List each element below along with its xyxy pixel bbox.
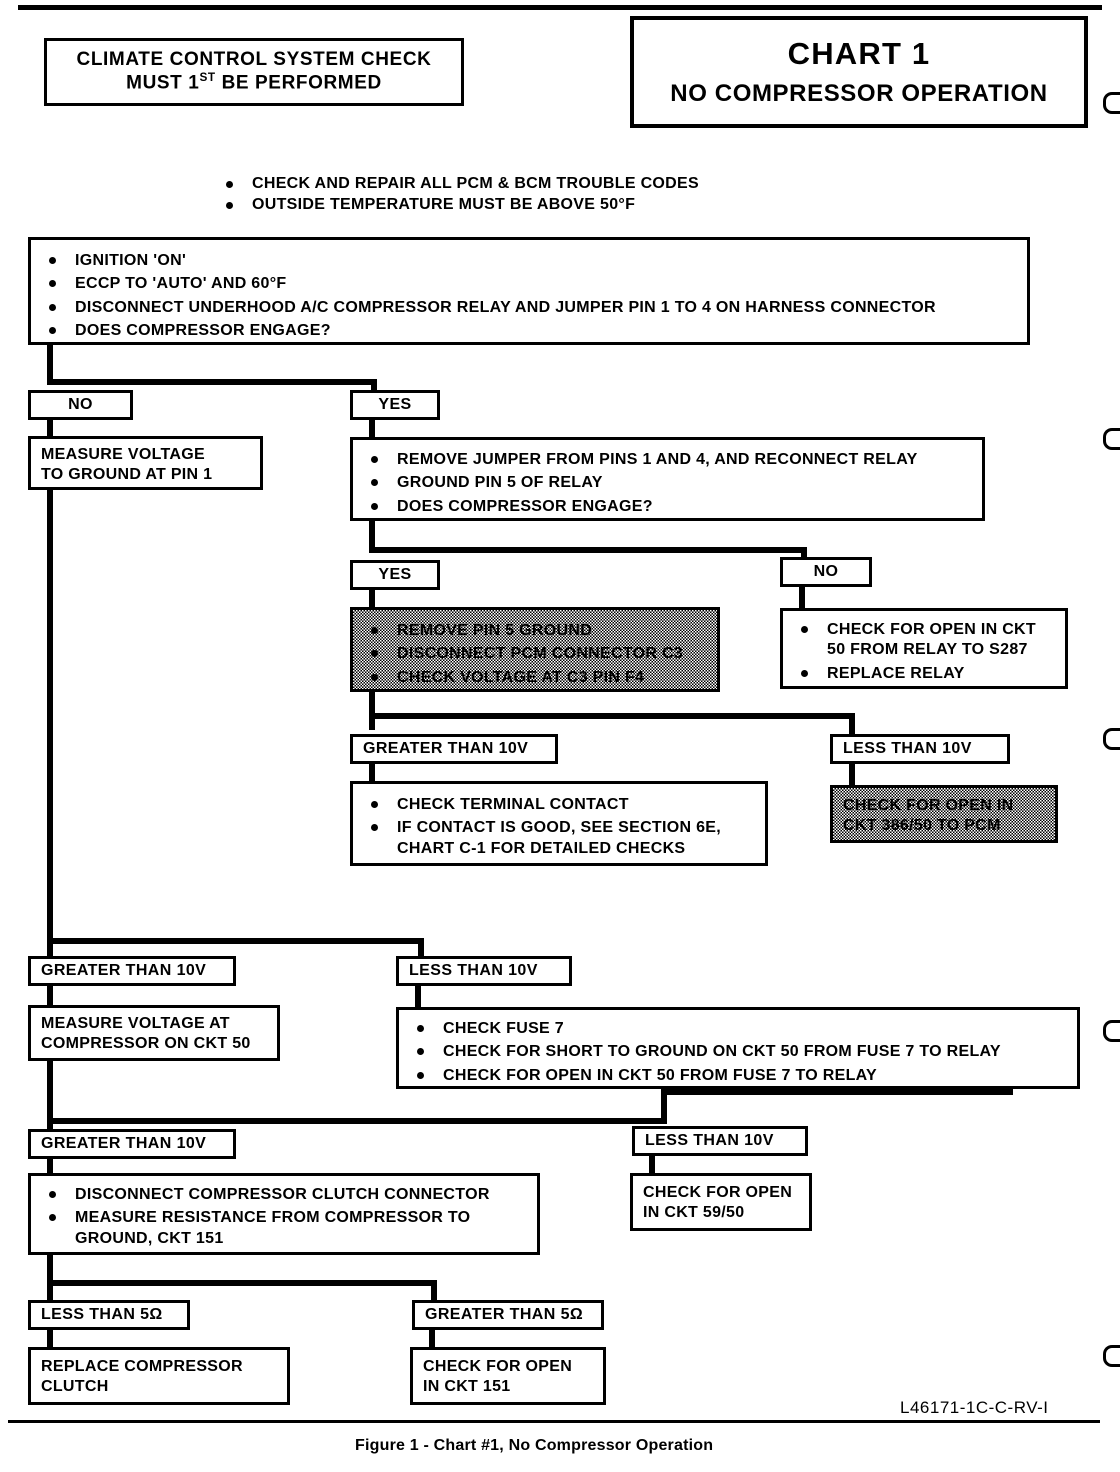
connector-no2-down bbox=[799, 587, 805, 610]
prerequisite-note: CHECK AND REPAIR ALL PCM & BCM TROUBLE C… bbox=[218, 175, 918, 193]
branch-label-greater-10v-b: GREATER THAN 10V bbox=[28, 956, 236, 986]
measure-voltage-pin1-text: MEASURE VOLTAGE TO GROUND AT PIN 1 bbox=[41, 446, 213, 484]
measure-ckt50-box: MEASURE VOLTAGE AT COMPRESSOR ON CKT 50 bbox=[28, 1005, 280, 1061]
start-step-item: IGNITION 'ON' bbox=[41, 251, 1017, 271]
branch-label-no-1: NO bbox=[28, 390, 133, 420]
chart-title: CHART 1 bbox=[787, 36, 931, 71]
connector-relay-to-no bbox=[801, 547, 807, 561]
connector-relay-down bbox=[369, 521, 375, 553]
connector-relay-horizontal bbox=[369, 547, 807, 553]
prerequisite-note: OUTSIDE TEMPERATURE MUST BE ABOVE 50°F bbox=[218, 196, 918, 214]
pcm-voltage-check-item: CHECK VOLTAGE AT C3 PIN F4 bbox=[363, 668, 707, 688]
fuse-check-item: CHECK FOR SHORT TO GROUND ON CKT 50 FROM… bbox=[409, 1042, 1067, 1062]
connector-left-trunk bbox=[47, 490, 53, 957]
chart-subtitle: NO COMPRESSOR OPERATION bbox=[670, 80, 1048, 107]
branch-label-no-2: NO bbox=[780, 557, 872, 587]
replace-clutch-text: REPLACE COMPRESSOR CLUTCH bbox=[41, 1358, 243, 1396]
connector-start-horizontal bbox=[47, 379, 377, 385]
connector-clutch-horizontal bbox=[47, 1280, 437, 1286]
branch-label-yes-1: YES bbox=[350, 390, 440, 420]
connector-lt5-down bbox=[47, 1330, 53, 1348]
open-ckt-386-50-text: CHECK FOR OPEN IN CKT 386/50 TO PCM bbox=[843, 797, 1014, 835]
clutch-resistance-item: DISCONNECT COMPRESSOR CLUTCH CONNECTOR bbox=[41, 1185, 527, 1205]
terminal-contact-item: IF CONTACT IS GOOD, SEE SECTION 6E, CHAR… bbox=[363, 818, 755, 859]
start-step-item: ECCP TO 'AUTO' AND 60°F bbox=[41, 274, 1017, 294]
branch-label-greater-10v-a: GREATER THAN 10V bbox=[350, 734, 558, 764]
connector-trunk-to-lt10vb bbox=[418, 938, 424, 960]
pcm-voltage-check-item: DISCONNECT PCM CONNECTOR C3 bbox=[363, 644, 707, 664]
relay-open-check-item: REPLACE RELAY bbox=[793, 664, 1055, 684]
connector-no1-down bbox=[47, 420, 53, 437]
connector-ckt50-down bbox=[47, 1061, 53, 1131]
relay-step-box: REMOVE JUMPER FROM PINS 1 AND 4, AND REC… bbox=[350, 437, 985, 521]
branch-label-yes-2: YES bbox=[350, 560, 440, 590]
prerequisite-notes: CHECK AND REPAIR ALL PCM & BCM TROUBLE C… bbox=[218, 172, 918, 217]
connector-gt5-down bbox=[429, 1330, 435, 1348]
edge-tab-5 bbox=[1103, 1345, 1120, 1367]
fuse-checks-box: CHECK FUSE 7 CHECK FOR SHORT TO GROUND O… bbox=[396, 1007, 1080, 1089]
replace-clutch-box: REPLACE COMPRESSOR CLUTCH bbox=[28, 1347, 290, 1405]
connector-pcm-down bbox=[369, 692, 375, 730]
connector-gt10va-down bbox=[369, 764, 375, 782]
connector-fusebox-return bbox=[661, 1089, 1013, 1095]
relay-step-item: DOES COMPRESSOR ENGAGE? bbox=[363, 497, 972, 517]
connector-gt10vb-down bbox=[47, 986, 53, 1006]
edge-tab-1 bbox=[1103, 92, 1120, 114]
connector-lt10vc-down bbox=[649, 1156, 655, 1176]
terminal-contact-box: CHECK TERMINAL CONTACT IF CONTACT IS GOO… bbox=[350, 781, 768, 866]
branch-label-greater-5ohm: GREATER THAN 5Ω bbox=[412, 1300, 604, 1330]
connector-clutch-to-gt5 bbox=[431, 1280, 437, 1302]
connector-lt10vb-down bbox=[415, 986, 421, 1008]
connector-yes1-down bbox=[369, 420, 375, 438]
start-step-item: DISCONNECT UNDERHOOD A/C COMPRESSOR RELA… bbox=[41, 298, 1017, 318]
fuse-check-item: CHECK FUSE 7 bbox=[409, 1019, 1067, 1039]
page-bottom-rule bbox=[8, 1420, 1100, 1423]
start-step-item: DOES COMPRESSOR ENGAGE? bbox=[41, 321, 1017, 341]
connector-trunk-horizontal-b bbox=[47, 938, 424, 944]
relay-open-check-box: CHECK FOR OPEN IN CKT 50 FROM RELAY TO S… bbox=[780, 608, 1068, 689]
open-ckt-151-box: CHECK FOR OPEN IN CKT 151 bbox=[410, 1347, 606, 1405]
clutch-resistance-item: MEASURE RESISTANCE FROM COMPRESSOR TO GR… bbox=[41, 1208, 527, 1249]
branch-label-less-10v-b: LESS THAN 10V bbox=[396, 956, 572, 986]
connector-yes2-down bbox=[369, 590, 375, 609]
relay-open-check-item: CHECK FOR OPEN IN CKT 50 FROM RELAY TO S… bbox=[793, 620, 1055, 661]
figure-caption: Figure 1 - Chart #1, No Compressor Opera… bbox=[355, 1437, 714, 1454]
branch-label-less-10v-a: LESS THAN 10V bbox=[830, 734, 1010, 764]
prerequisite-box: CLIMATE CONTROL SYSTEM CHECK MUST 1ST BE… bbox=[44, 38, 464, 106]
measure-voltage-pin1-box: MEASURE VOLTAGE TO GROUND AT PIN 1 bbox=[28, 436, 263, 490]
relay-step-item: REMOVE JUMPER FROM PINS 1 AND 4, AND REC… bbox=[363, 450, 972, 470]
connector-lt10va-down bbox=[849, 764, 855, 786]
pcm-voltage-check-box: REMOVE PIN 5 GROUND DISCONNECT PCM CONNE… bbox=[350, 607, 720, 692]
terminal-contact-item: CHECK TERMINAL CONTACT bbox=[363, 795, 755, 815]
branch-label-less-10v-c: LESS THAN 10V bbox=[632, 1126, 808, 1156]
edge-tab-3 bbox=[1103, 728, 1120, 750]
prerequisite-line-1: CLIMATE CONTROL SYSTEM CHECK bbox=[76, 49, 432, 71]
open-ckt-59-50-text: CHECK FOR OPEN IN CKT 59/50 bbox=[643, 1184, 793, 1222]
open-ckt-59-50-box: CHECK FOR OPEN IN CKT 59/50 bbox=[630, 1173, 812, 1231]
branch-label-greater-10v-c: GREATER THAN 10V bbox=[28, 1129, 236, 1159]
connector-ckt50-horizontal bbox=[47, 1118, 667, 1124]
edge-tab-4 bbox=[1103, 1020, 1120, 1042]
connector-to-yes bbox=[371, 379, 377, 391]
measure-ckt50-text: MEASURE VOLTAGE AT COMPRESSOR ON CKT 50 bbox=[41, 1015, 251, 1053]
open-ckt-151-text: CHECK FOR OPEN IN CKT 151 bbox=[423, 1358, 573, 1396]
branch-label-less-5ohm: LESS THAN 5Ω bbox=[28, 1300, 190, 1330]
fuse-check-item: CHECK FOR OPEN IN CKT 50 FROM FUSE 7 TO … bbox=[409, 1066, 1067, 1086]
prerequisite-line-2: MUST 1ST BE PERFORMED bbox=[126, 71, 382, 94]
document-id: L46171-1C-C-RV-I bbox=[900, 1398, 1049, 1417]
pcm-voltage-check-item: REMOVE PIN 5 GROUND bbox=[363, 621, 707, 641]
open-ckt-386-50-box: CHECK FOR OPEN IN CKT 386/50 TO PCM bbox=[830, 785, 1058, 843]
start-step-box: IGNITION 'ON' ECCP TO 'AUTO' AND 60°F DI… bbox=[28, 237, 1030, 345]
connector-to-lt10vc bbox=[661, 1092, 667, 1124]
edge-tab-2 bbox=[1103, 428, 1120, 450]
connector-gt10vc-down bbox=[47, 1159, 53, 1175]
connector-start-down bbox=[47, 345, 53, 385]
chart-title-box: CHART 1 NO COMPRESSOR OPERATION bbox=[630, 16, 1088, 128]
clutch-resistance-box: DISCONNECT COMPRESSOR CLUTCH CONNECTOR M… bbox=[28, 1173, 540, 1255]
connector-pcm-horizontal bbox=[369, 713, 855, 719]
connector-pcm-to-lt10v bbox=[849, 713, 855, 735]
relay-step-item: GROUND PIN 5 OF RELAY bbox=[363, 473, 972, 493]
page-top-rule bbox=[18, 5, 1102, 10]
